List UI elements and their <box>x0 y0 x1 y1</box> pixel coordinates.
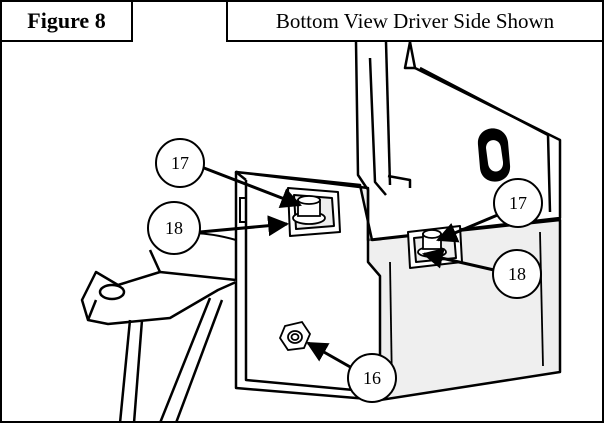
callout-17-left: 17 <box>155 138 205 188</box>
svg-text:18: 18 <box>508 264 526 284</box>
view-caption: Bottom View Driver Side Shown <box>226 0 604 42</box>
figure-label: Figure 8 <box>0 0 133 42</box>
callout-16: 16 <box>347 353 397 403</box>
oval-slot <box>477 128 511 182</box>
nut-16 <box>278 320 312 351</box>
svg-text:18: 18 <box>165 218 183 238</box>
lower-plate <box>234 170 562 402</box>
arrow-17-left <box>203 166 302 209</box>
arrow-18-left <box>199 215 290 237</box>
bolt-17-left <box>292 195 326 225</box>
callout-18-right: 18 <box>492 249 542 299</box>
support-legs <box>118 297 224 423</box>
arrow-16 <box>306 341 353 370</box>
svg-text:17: 17 <box>171 153 189 173</box>
callout-18-left: 18 <box>147 201 201 255</box>
arrow-17-right <box>436 212 501 243</box>
svg-text:16: 16 <box>363 368 381 388</box>
svg-text:17: 17 <box>509 193 527 213</box>
arrow-18-right <box>421 247 495 272</box>
callout-17-right: 17 <box>493 178 543 228</box>
leader-arrows <box>199 166 501 370</box>
bolt-17-right <box>417 229 447 258</box>
side-tab <box>80 249 237 326</box>
